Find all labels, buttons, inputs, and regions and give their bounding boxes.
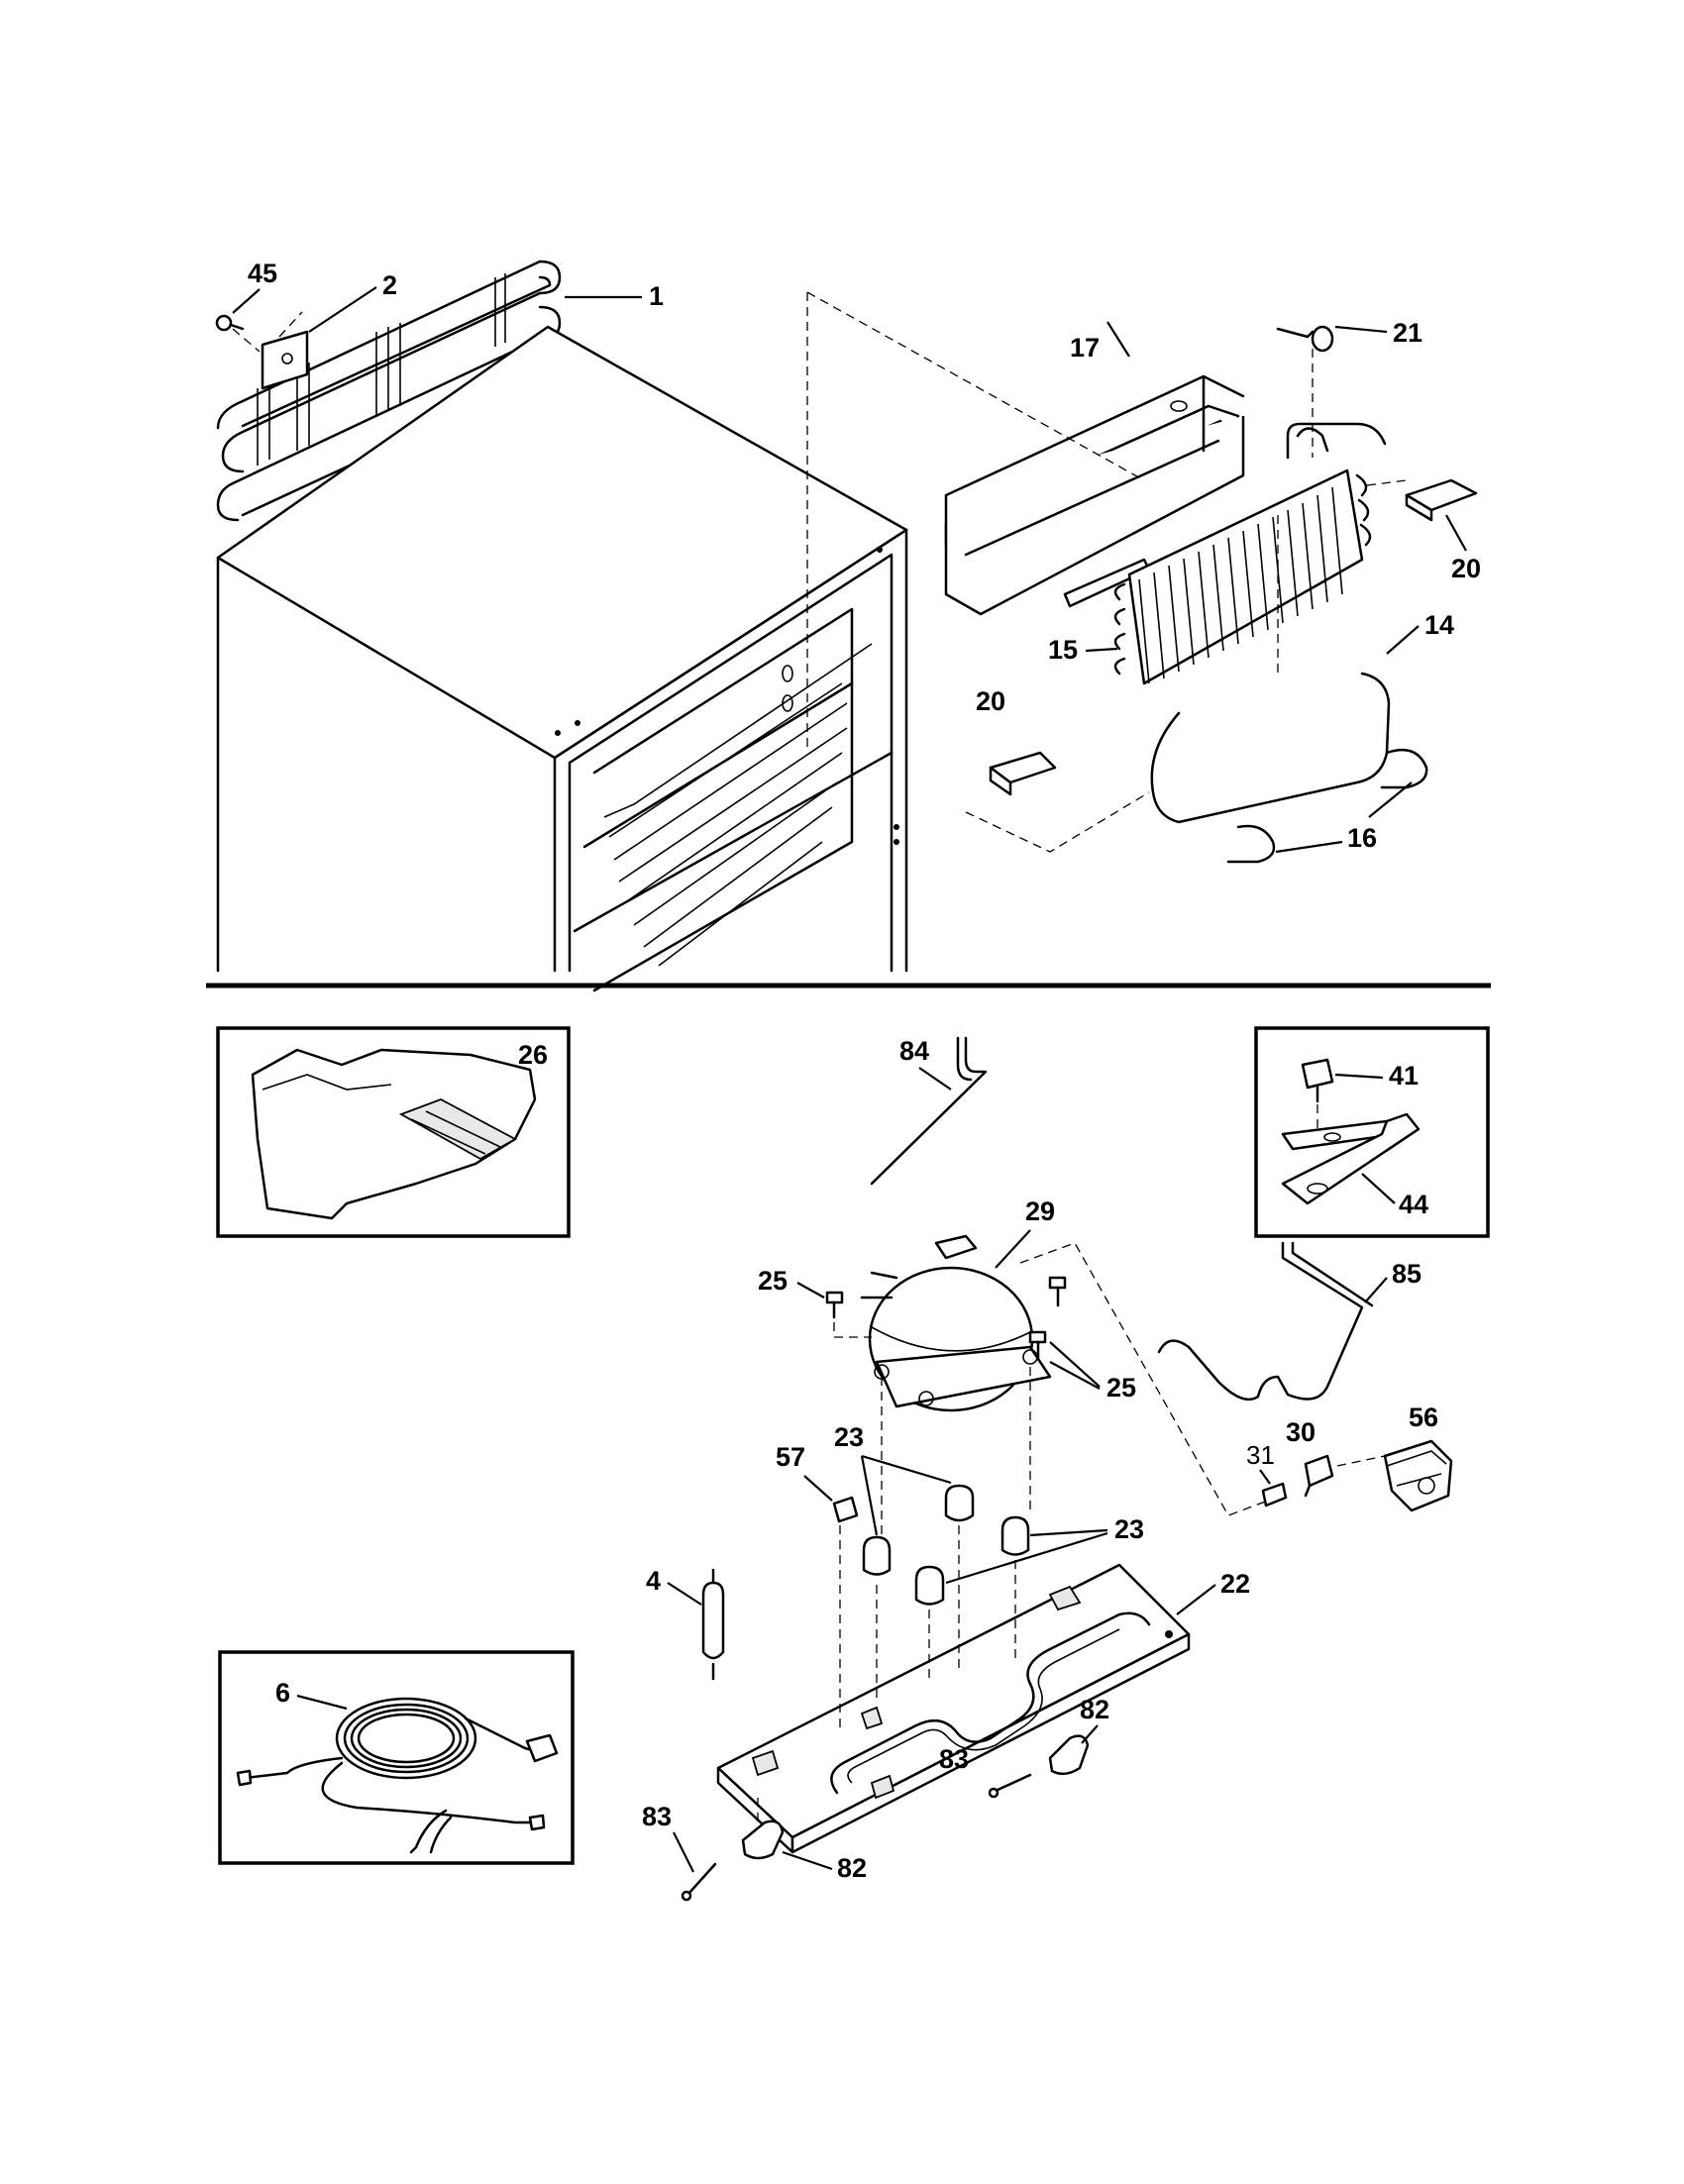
label-6: 6 [275,1678,348,1711]
tube-84 [870,1036,988,1186]
pad-20-lower [965,751,1150,853]
label-25b: 25 [1049,1341,1136,1403]
label-23a: 23 [834,1422,952,1536]
label-85: 85 [1364,1259,1421,1303]
base-plate [716,1563,1191,1854]
callout-25b: 25 [1106,1373,1136,1403]
alignment-lines-bottom [757,1367,1031,1832]
label-26: 26 [518,1040,548,1070]
callout-85: 85 [1392,1259,1421,1289]
callout-14: 14 [1424,610,1454,640]
relay-30 [1304,1454,1334,1498]
grommets-23 [862,1484,1030,1606]
callout-1: 1 [649,281,664,311]
label-56: 56 [1409,1403,1438,1432]
callout-83b: 83 [642,1802,672,1831]
label-1: 1 [565,281,664,311]
evaporator [1113,422,1387,685]
callout-31: 31 [1246,1440,1275,1470]
callout-23a: 23 [834,1422,864,1452]
relay-56 [1336,1439,1453,1512]
label-84: 84 [899,1036,952,1091]
clips-16 [1226,748,1428,864]
label-23b: 23 [945,1514,1144,1585]
callout-16: 16 [1347,823,1377,853]
label-2: 2 [308,270,397,333]
pad-20-upper [1366,478,1478,522]
callout-23b: 23 [1114,1514,1144,1544]
callout-20b: 20 [976,686,1005,716]
callout-21: 21 [1393,318,1422,348]
label-41: 41 [1334,1061,1419,1091]
callout-82b: 82 [837,1853,867,1883]
inset-box-6 [218,1650,575,1865]
label-57: 57 [776,1442,833,1502]
label-20a: 20 [1445,514,1481,583]
label-16: 16 [1275,781,1413,854]
bracket [232,311,309,390]
part-21 [1276,325,1334,458]
callout-44: 44 [1399,1190,1428,1219]
label-83a: 83 [939,1744,969,1774]
drier-4 [701,1568,725,1681]
label-21: 21 [1334,318,1422,348]
label-45: 45 [232,259,277,314]
callout-83a: 83 [939,1744,969,1774]
tube-85 [1157,1241,1374,1402]
callout-26: 26 [518,1040,548,1070]
callout-2: 2 [382,270,397,300]
label-30: 30 [1286,1417,1316,1447]
foot-82-left [741,1820,785,1860]
screw-83-left [681,1862,717,1902]
alignment-lines-top [806,291,1145,753]
callout-22: 22 [1220,1569,1250,1599]
refrigerator-cabinet [216,325,908,992]
inset-box-26 [216,1026,571,1238]
callout-56: 56 [1409,1403,1438,1432]
label-83b: 83 [642,1802,694,1873]
callout-30: 30 [1286,1417,1316,1447]
screw-83-right [988,1773,1032,1799]
callout-57: 57 [776,1442,805,1472]
callout-84: 84 [899,1036,929,1066]
label-20b: 20 [976,686,1005,716]
evaporator-cover [944,374,1245,616]
label-14: 14 [1386,610,1454,655]
part-14 [1150,515,1391,824]
callout-6: 6 [275,1678,290,1708]
callout-41: 41 [1389,1061,1419,1091]
label-17: 17 [1070,321,1130,363]
label-31: 31 [1246,1440,1275,1485]
label-29: 29 [995,1196,1055,1269]
callout-15: 15 [1048,635,1078,665]
overload-31 [1261,1482,1288,1508]
label-44: 44 [1361,1173,1428,1219]
label-82b: 82 [782,1850,867,1883]
clip-57 [832,1496,859,1523]
label-4: 4 [646,1566,702,1606]
callout-82a: 82 [1080,1695,1109,1724]
callout-17: 17 [1070,333,1100,363]
label-22: 22 [1176,1569,1250,1615]
callout-4: 4 [646,1566,661,1596]
dash-compressor-relay [1019,1242,1269,1516]
label-15: 15 [1048,635,1118,665]
screw-45 [215,314,245,332]
foot-82-right [1048,1734,1090,1776]
compressor [860,1234,1052,1412]
callout-25a: 25 [758,1266,788,1296]
callout-45: 45 [248,259,277,288]
label-82a: 82 [1080,1695,1109,1744]
label-25a: 25 [758,1266,825,1299]
callout-29: 29 [1025,1196,1055,1226]
inset-box-41-44 [1254,1026,1490,1238]
callout-20a: 20 [1451,554,1481,583]
screws-25 [825,1276,1067,1361]
